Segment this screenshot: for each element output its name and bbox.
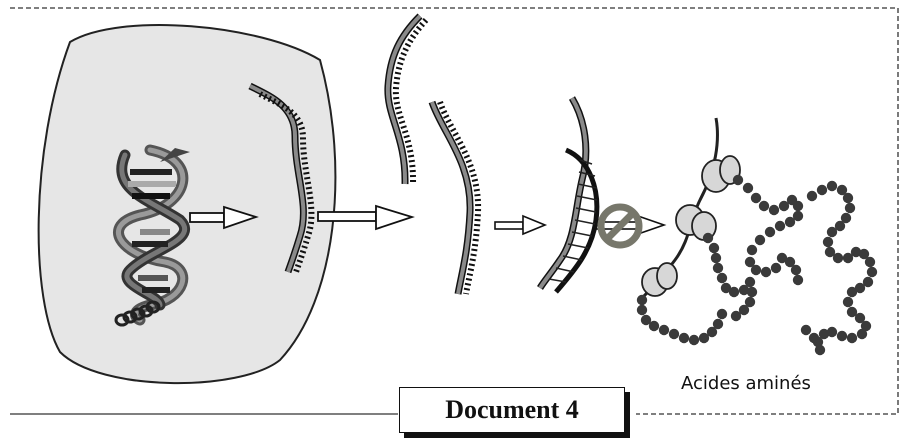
amino-acid-bead [744, 256, 756, 268]
ribosome-1 [701, 155, 741, 193]
amino-acid-bead [750, 264, 762, 276]
amino-acid-bead [716, 308, 728, 320]
amino-acid-bead [824, 246, 836, 258]
amino-acid-bead [836, 330, 848, 342]
amino-acid-bead [738, 284, 750, 296]
amino-acid-bead [640, 314, 652, 326]
amino-acid-bead [712, 318, 724, 330]
amino-acid-bead [728, 286, 740, 298]
amino-acid-bead [800, 324, 812, 336]
amino-acid-bead [840, 212, 852, 224]
amino-acid-bead [842, 296, 854, 308]
amino-acid-bead [860, 320, 872, 332]
arrow-pairing [494, 214, 548, 236]
amino-acid-bead [826, 226, 838, 238]
amino-acids-label: Acides aminés [681, 373, 811, 394]
amino-acid-bead [720, 282, 732, 294]
frame-border [10, 7, 899, 415]
amino-acid-bead [836, 184, 848, 196]
amino-acid-bead [706, 326, 718, 338]
amino-acid-bead [822, 236, 834, 248]
amino-acid-bead [754, 234, 766, 246]
amino-acid-bead [778, 200, 790, 212]
arrow-export [317, 204, 415, 231]
amino-acid-bead [856, 328, 868, 340]
amino-acid-bead [702, 232, 714, 244]
amino-acid-bead [864, 256, 876, 268]
amino-acid-bead [760, 266, 772, 278]
arrow-transcription [189, 205, 259, 230]
amino-acid-bead [818, 328, 830, 340]
mrna-free-1 [384, 13, 429, 185]
document-caption: Document 4 [445, 395, 579, 424]
dna-helix [113, 144, 190, 327]
amino-acid-bead [648, 320, 660, 332]
amino-acid-bead [792, 200, 804, 212]
amino-acid-bead [790, 264, 802, 276]
amino-acid-bead [858, 248, 870, 260]
amino-acid-bead [844, 202, 856, 214]
amino-acid-bead [698, 332, 710, 344]
amino-acid-bead [768, 204, 780, 216]
amino-acid-bead [710, 252, 722, 264]
amino-acid-bead [784, 256, 796, 268]
cell [37, 24, 337, 384]
amino-acid-bead [862, 276, 874, 288]
amino-acid-bead [758, 200, 770, 212]
amino-acid-bead [814, 344, 826, 356]
translation-complex [636, 117, 878, 356]
amino-acid-bead [842, 192, 854, 204]
amino-acid-bead [688, 334, 700, 346]
amino-acid-bead [792, 274, 804, 286]
amino-acid-bead [678, 332, 690, 344]
amino-acid-bead [764, 226, 776, 238]
amino-acid-bead [712, 262, 724, 274]
amino-acid-bead [732, 174, 744, 186]
amino-acid-bead [834, 220, 846, 232]
amino-acid-bead [846, 306, 858, 318]
amino-acid-bead [846, 332, 858, 344]
amino-acid-chains [636, 174, 878, 356]
amino-acid-bead [826, 326, 838, 338]
amino-acid-bead [746, 286, 758, 298]
amino-acid-bead [750, 192, 762, 204]
amino-acid-bead [792, 210, 804, 222]
mrna-in-nucleus [248, 82, 315, 274]
amino-acid-bead [854, 312, 866, 324]
block-icon [597, 203, 643, 249]
amino-acid-bead [716, 272, 728, 284]
amino-acid-bead [846, 286, 858, 298]
amino-acid-bead [658, 324, 670, 336]
amino-acid-bead [746, 244, 758, 256]
amino-acid-bead [842, 252, 854, 264]
amino-acid-bead [708, 242, 720, 254]
amino-acid-bead [730, 310, 742, 322]
amino-acid-bead [774, 220, 786, 232]
ribosome-3 [641, 262, 678, 297]
amino-acid-bead [832, 252, 844, 264]
amino-acid-bead [636, 294, 648, 306]
amino-acid-bead [784, 216, 796, 228]
amino-acid-bead [816, 184, 828, 196]
amino-acid-bead [854, 282, 866, 294]
amino-acid-bead [806, 190, 818, 202]
amino-acid-bead [636, 304, 648, 316]
amino-acid-bead [850, 246, 862, 258]
ribosome-2 [675, 204, 717, 241]
amino-acid-bead [668, 328, 680, 340]
document-caption-box: Document 4 [399, 387, 625, 433]
amino-acid-bead [738, 304, 750, 316]
amino-acid-bead [770, 262, 782, 274]
mrna-free-2 [428, 100, 482, 295]
amino-acid-bead [744, 276, 756, 288]
amino-acid-bead [826, 180, 838, 192]
amino-acid-bead [776, 252, 788, 264]
amino-acid-bead [808, 332, 820, 344]
mrna-with-complementary-strand [537, 96, 600, 294]
amino-acid-bead [742, 182, 754, 194]
amino-acid-bead [866, 266, 878, 278]
amino-acid-bead [744, 296, 756, 308]
